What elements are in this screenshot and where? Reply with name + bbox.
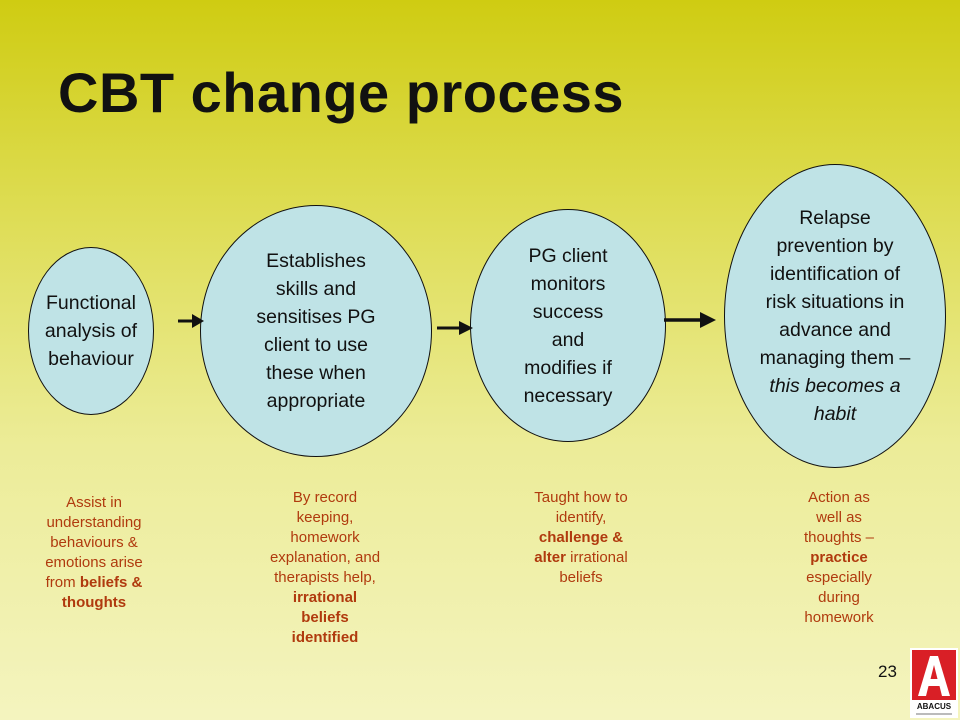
note-line: identified	[244, 628, 406, 648]
note-line: By record	[292, 489, 358, 506]
step-text-line: PG client	[528, 244, 608, 267]
page-number: 23	[878, 662, 897, 681]
note-line: behaviours &	[50, 534, 138, 551]
note-line: challenge &	[500, 528, 662, 548]
note-emphasis: thoughts	[61, 594, 127, 611]
step-text-line: these when	[266, 362, 366, 384]
note-text: irrational	[565, 549, 628, 566]
note-assist-understanding: Assist in understanding behaviours & emo…	[20, 493, 168, 613]
note-text: from	[45, 574, 80, 591]
step-text-line: Establishes	[266, 250, 366, 272]
note-line: identify,	[555, 509, 607, 526]
step-text-line-italic: habit	[813, 403, 857, 425]
step-functional-analysis: Functional analysis of behaviour	[28, 247, 154, 415]
step-text-line: necessary	[523, 384, 613, 407]
step-text-line: modifies if	[524, 356, 612, 379]
note-line: well as	[816, 509, 862, 526]
step-relapse-prevention: Relapse prevention by identification of …	[724, 164, 946, 468]
note-line: practice	[764, 548, 914, 568]
note-line: thoughts –	[803, 529, 875, 546]
note-emphasis: identified	[291, 629, 359, 646]
slide-title: CBT change process	[58, 61, 625, 124]
note-line: explanation, and	[269, 549, 381, 566]
step-text-line: identification of	[769, 263, 901, 285]
flow-arrow-icon	[178, 314, 204, 328]
step-text-line: Functional	[46, 292, 136, 314]
step-text-line: analysis of	[44, 320, 138, 342]
step-text-line: managing them –	[759, 347, 911, 369]
abacus-logo-icon: ABACUS	[910, 648, 958, 718]
step-text-line: success	[532, 300, 604, 323]
note-emphasis: practice	[810, 549, 868, 566]
note-line: beliefs	[244, 608, 406, 628]
note-line: alter irrational	[500, 548, 662, 568]
note-line: especially	[806, 569, 872, 586]
note-taught-identify: Taught how to identify, challenge & alte…	[500, 488, 662, 588]
step-client-monitors: PG client monitors success and modifies …	[470, 209, 666, 442]
note-line: homework	[290, 529, 360, 546]
note-line: therapists help,	[274, 569, 376, 586]
note-emphasis: challenge &	[538, 529, 624, 546]
logo-text: ABACUS	[917, 702, 952, 711]
note-line: irrational	[244, 588, 406, 608]
note-line: thoughts	[20, 593, 168, 613]
flow-arrow-icon	[437, 321, 473, 335]
note-record-keeping: By record keeping, homework explanation,…	[244, 488, 406, 648]
note-line: Action as	[808, 489, 870, 506]
flow-arrow-icon	[664, 312, 716, 328]
step-establishes-skills: Establishes skills and sensitises PG cli…	[200, 205, 432, 457]
note-line: emotions arise	[45, 554, 143, 571]
step-text-line: prevention by	[776, 235, 894, 257]
note-line: Assist in	[66, 494, 122, 511]
step-text-line: monitors	[530, 272, 606, 295]
step-text-line: skills and	[275, 278, 357, 300]
note-emphasis: alter	[534, 549, 566, 566]
note-line: homework	[804, 609, 874, 626]
note-emphasis: beliefs &	[79, 574, 143, 591]
step-text-line: appropriate	[266, 390, 366, 412]
note-emphasis: irrational	[292, 589, 358, 606]
step-text-line-italic: this becomes a	[769, 375, 901, 397]
note-line: keeping,	[296, 509, 354, 526]
step-text-line: and	[551, 328, 585, 351]
note-line: understanding	[46, 514, 142, 531]
note-emphasis: beliefs	[301, 609, 349, 626]
note-line: Taught how to	[534, 489, 628, 506]
note-line: beliefs	[559, 569, 603, 586]
note-line: from beliefs &	[20, 573, 168, 593]
step-text-line: advance and	[779, 319, 891, 341]
note-line: during	[818, 589, 860, 606]
step-text-line: Relapse	[799, 207, 871, 229]
step-text-line: risk situations in	[765, 291, 905, 313]
step-text-line: client to use	[263, 334, 369, 356]
note-action-thoughts: Action as well as thoughts – practice es…	[764, 488, 914, 628]
step-text-line: behaviour	[48, 348, 134, 370]
step-text-line: sensitises PG	[256, 306, 376, 328]
